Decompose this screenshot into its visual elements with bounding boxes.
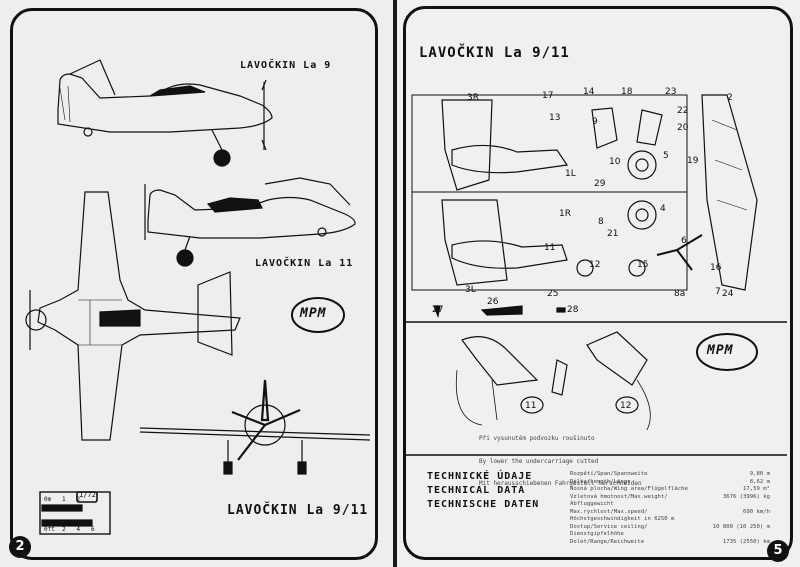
part-number-label: 4 <box>660 204 666 214</box>
part-number-label: 1L <box>565 169 576 179</box>
title-la9-11: LAVOČKIN La 9/11 <box>227 503 369 518</box>
part-number-label: 5 <box>663 151 669 161</box>
spec-label: Rozpětí/Span/Spannweite <box>570 471 648 477</box>
spec-label: Dolet/Range/Reichweite <box>570 538 645 545</box>
page-number-right: 5 <box>767 540 789 562</box>
note-line-en: By lower the undercarriage cutted <box>479 457 599 465</box>
note-line-de: Mit herausschiebenen Fahrgestell herschn… <box>479 480 642 487</box>
scale-top-label: 0m 1 2 <box>44 496 81 503</box>
spec-label: Abfluggewicht <box>570 501 614 507</box>
part-number-label: 18 <box>621 87 633 97</box>
mpm-logo: MPM <box>300 306 327 321</box>
spec-row: Délka/Length/Länge 8,62 m <box>570 479 770 487</box>
la9-side-view <box>57 59 273 167</box>
specs-table: Rozpětí/Span/Spannweite 9,80 m Délka/Lengt… <box>570 471 770 546</box>
scale-bar <box>39 491 111 535</box>
spec-label: Dostup/Service ceiling/ <box>570 523 648 530</box>
left-drawings <box>25 59 371 535</box>
part-number-label: 15 <box>637 260 648 270</box>
part-number-label: 19 <box>687 156 699 166</box>
part-number-label: 6 <box>681 236 687 246</box>
spec-label: Vzletová hmotnost/Max.weight/ <box>570 493 668 500</box>
part-number-label: 11 <box>544 243 555 253</box>
part-number-label: 22 <box>677 106 688 116</box>
part-number-label: 24 <box>722 289 734 299</box>
tech-title-en: TECHNICAL DATA <box>427 485 526 496</box>
spec-value: 690 km/h <box>743 508 770 515</box>
spec-label: Höchstgeschwindigkeit in 6250 m <box>570 516 675 522</box>
part-number-label: 27 <box>432 305 443 315</box>
left-page: LAVOČKIN La 9 LAVOČKIN La 11 MPM LAVOČKI… <box>0 0 393 567</box>
right-title: LAVOČKIN La 9/11 <box>419 45 570 61</box>
scale-ratio: 1/72 <box>79 491 96 499</box>
left-page-frame <box>10 8 378 560</box>
la11-front-view <box>139 379 371 475</box>
right-page-frame <box>403 6 793 560</box>
part-number-label: 9 <box>592 117 598 127</box>
part-number-label: 3R <box>467 93 479 103</box>
spec-value: 17,59 m² <box>743 486 770 492</box>
part-number-label: 12 <box>589 260 600 270</box>
spec-value: 8,62 m <box>749 478 770 485</box>
spec-label: Délka/Length/Länge <box>570 478 631 485</box>
part-number-label: 21 <box>607 229 618 239</box>
spec-row: Nosná plocha/Wing area/Flügelfläche 17,59… <box>570 486 770 494</box>
part-number-label: 2 <box>727 93 733 103</box>
part-number-label: 25 <box>547 289 558 299</box>
title-la9: LAVOČKIN La 9 <box>240 60 332 71</box>
spec-row: Dostup/Service ceiling/10 800 (10 250) m <box>570 524 770 532</box>
part-number-label: 10 <box>609 157 621 167</box>
part-number-label: 16 <box>710 263 722 273</box>
spec-row: Dolet/Range/Reichweite 1735 (2550) km <box>570 539 770 547</box>
part-number-label: 8 <box>598 217 604 227</box>
undercarriage-note: Při vysunutém podvozku roušinuto By lowe… <box>479 420 642 503</box>
part-number-label: 23 <box>665 87 676 97</box>
part-number-label: 26 <box>487 297 499 307</box>
part-number-label: 1R <box>559 209 571 219</box>
spec-label: Max.rychlost/Max.speed/ <box>570 508 648 515</box>
spec-row: Vzletová hmotnost/Max.weight/3676 (3996)… <box>570 494 770 502</box>
part-number-label: 17 <box>542 91 553 101</box>
part-number-label: 13 <box>549 113 560 123</box>
page-number-left: 2 <box>9 536 31 558</box>
spec-row: Höchstgeschwindigkeit in 6250 m <box>570 516 770 524</box>
part-number-label: 3L <box>465 285 476 295</box>
title-la11: LAVOČKIN La 11 <box>255 258 354 269</box>
part-number-label: 14 <box>583 87 595 97</box>
part-number-label: 29 <box>594 179 606 189</box>
spec-value: 1735 (2550) km <box>722 538 770 545</box>
part-numbers-layer: 3R 17 14 18 23 2 13 9 20 22 10 5 19 1L 29 1R 8 4 21 6 11 12 15… <box>432 87 734 411</box>
part-number-label: 8a <box>674 289 685 299</box>
spec-value: 9,80 m <box>749 471 770 477</box>
callout-number: 12 <box>620 401 631 411</box>
spec-row: Abfluggewicht <box>570 501 770 509</box>
la11-top-view <box>25 191 241 441</box>
callout-number: 11 <box>525 401 536 411</box>
tech-title-cz: TECHNICKÉ ÚDAJE <box>427 471 533 482</box>
part-number-label: 28 <box>567 305 579 315</box>
spec-value: 3676 (3996) kg <box>722 493 770 500</box>
spec-value: 10 800 (10 250) m <box>712 523 770 530</box>
note-line-cz: Při vysunutém podvozku roušinuto <box>479 435 595 442</box>
tech-title-de: TECHNISCHE DATEN <box>427 499 540 510</box>
spec-label: Dienstgipfelhöhe <box>570 531 624 537</box>
mpm-logo-right: MPM <box>707 343 734 358</box>
spec-row: Max.rychlost/Max.speed/690 km/h <box>570 509 770 517</box>
sprue-drawing <box>405 94 787 456</box>
la11-side-view <box>144 177 356 267</box>
spec-row: Rozpětí/Span/Spannweite 9,80 m <box>570 471 770 479</box>
part-number-label: 20 <box>677 123 689 133</box>
part-number-label: 7 <box>715 287 721 297</box>
tech-titles: TECHNICKÉ ÚDAJE TECHNICAL DATA TECHNISCH… <box>427 470 539 512</box>
scale-bottom-label: 0ft 2 4 6 <box>44 526 95 533</box>
spec-label: Nosná plocha/Wing area/Flügelfläche <box>570 486 688 492</box>
spec-row: Dienstgipfelhöhe <box>570 531 770 539</box>
right-page: LAVOČKIN La 9/11 <box>397 0 800 567</box>
